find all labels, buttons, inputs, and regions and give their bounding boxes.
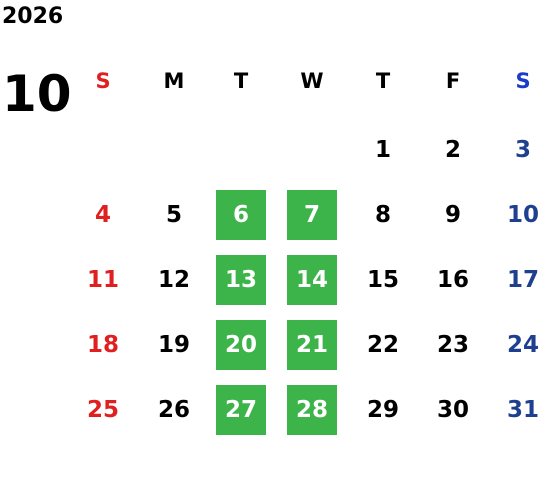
- day-cell-29[interactable]: 29: [366, 397, 399, 423]
- day-cell-17[interactable]: 17: [506, 267, 539, 293]
- day-cell-26[interactable]: 26: [157, 397, 190, 423]
- day-cell-3[interactable]: 3: [514, 137, 531, 163]
- day-cell-2[interactable]: 2: [444, 137, 461, 163]
- weekday-header-tuesday: T: [233, 69, 249, 93]
- month-label: 10: [2, 65, 72, 123]
- weekday-header-friday: F: [445, 69, 461, 93]
- day-cell-7[interactable]: 7: [287, 190, 337, 240]
- day-cell-31[interactable]: 31: [506, 397, 539, 423]
- day-cell-11[interactable]: 11: [86, 267, 119, 293]
- day-cell-6[interactable]: 6: [216, 190, 266, 240]
- day-cell-28[interactable]: 28: [287, 385, 337, 435]
- day-cell-22[interactable]: 22: [366, 332, 399, 358]
- day-cell-12[interactable]: 12: [157, 267, 190, 293]
- day-cell-30[interactable]: 30: [436, 397, 469, 423]
- day-cell-4[interactable]: 4: [94, 202, 111, 228]
- weekday-header-saturday: S: [515, 69, 531, 93]
- day-cell-13[interactable]: 13: [216, 255, 266, 305]
- day-cell-9[interactable]: 9: [444, 202, 461, 228]
- year-label: 2026: [2, 4, 64, 29]
- day-cell-21[interactable]: 21: [287, 320, 337, 370]
- weekday-header-thursday: T: [375, 69, 391, 93]
- weekday-header-sunday: S: [95, 69, 111, 93]
- day-cell-19[interactable]: 19: [157, 332, 190, 358]
- day-cell-18[interactable]: 18: [86, 332, 119, 358]
- day-cell-16[interactable]: 16: [436, 267, 469, 293]
- weekday-header-wednesday: W: [300, 69, 324, 93]
- day-cell-1[interactable]: 1: [374, 137, 391, 163]
- day-cell-24[interactable]: 24: [506, 332, 539, 358]
- day-cell-15[interactable]: 15: [366, 267, 399, 293]
- day-cell-14[interactable]: 14: [287, 255, 337, 305]
- day-cell-5[interactable]: 5: [165, 202, 182, 228]
- day-cell-20[interactable]: 20: [216, 320, 266, 370]
- day-cell-10[interactable]: 10: [506, 202, 539, 228]
- day-cell-8[interactable]: 8: [374, 202, 391, 228]
- day-cell-25[interactable]: 25: [86, 397, 119, 423]
- day-cell-27[interactable]: 27: [216, 385, 266, 435]
- day-cell-23[interactable]: 23: [436, 332, 469, 358]
- weekday-header-monday: M: [163, 69, 185, 93]
